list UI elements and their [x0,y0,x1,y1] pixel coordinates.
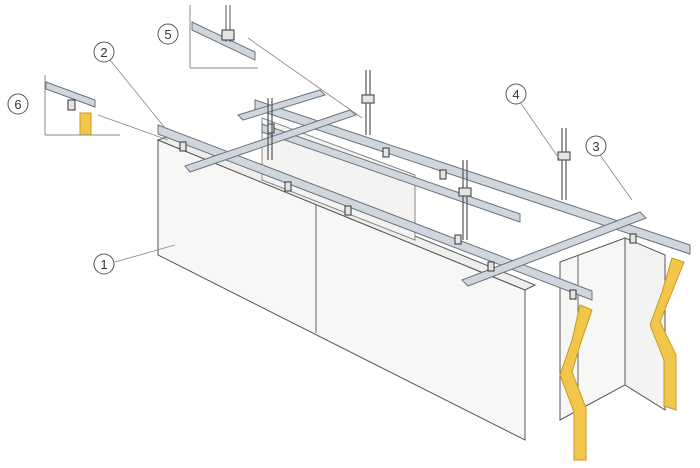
callout-3: 3 [585,135,607,157]
callout-1: 1 [93,253,115,275]
hanger-clip [458,187,472,197]
leader-6 [97,114,169,141]
leader-lines [97,37,633,263]
callout-3-label: 3 [592,139,599,154]
clip [454,234,462,245]
clip [284,181,292,192]
callout-2: 2 [93,41,115,63]
clip [629,233,637,244]
hanger-clip [557,151,571,161]
callout-4: 4 [505,83,527,105]
main-rail-2 [157,124,593,301]
main-rail-3 [254,99,691,255]
wall-panels [156,117,666,441]
detail-inset-6 [44,75,120,136]
insulation-right-edge [649,257,685,411]
callouts: 1 2 3 4 5 6 [7,23,607,275]
insulation-detail-6 [79,112,92,136]
hanger-rods [267,70,571,240]
main-rail-middle [261,123,521,223]
clip [439,169,447,180]
clip [344,205,352,216]
hanger-clip [361,94,375,104]
clip [267,123,275,134]
leader-4 [519,101,561,161]
cross-rail-1 [184,109,358,173]
clip [382,147,390,158]
callout-4-label: 4 [512,87,519,102]
callout-6: 6 [7,93,29,115]
clip [487,261,495,272]
insulation-edges [79,112,685,461]
callout-5-label: 5 [164,27,171,42]
leader-3 [599,154,633,201]
insulation-left-edge [559,304,593,461]
callout-1-label: 1 [100,257,107,272]
cross-rail-3 [237,89,326,121]
leader-2 [109,59,166,129]
cross-rail-2 [461,211,647,287]
rail-clips [179,123,637,300]
callout-2-label: 2 [100,45,107,60]
callout-6-label: 6 [14,97,21,112]
clip [179,141,187,152]
clip [569,289,577,300]
leader-1 [114,244,176,263]
wall-panel-right-2 [624,237,666,411]
callout-5: 5 [157,23,179,45]
detail-inset-5 [189,5,258,69]
leader-5 [247,37,363,119]
detail-5-rail [191,21,256,61]
ceiling-grid [157,89,691,301]
detail-6-rail [45,81,96,108]
